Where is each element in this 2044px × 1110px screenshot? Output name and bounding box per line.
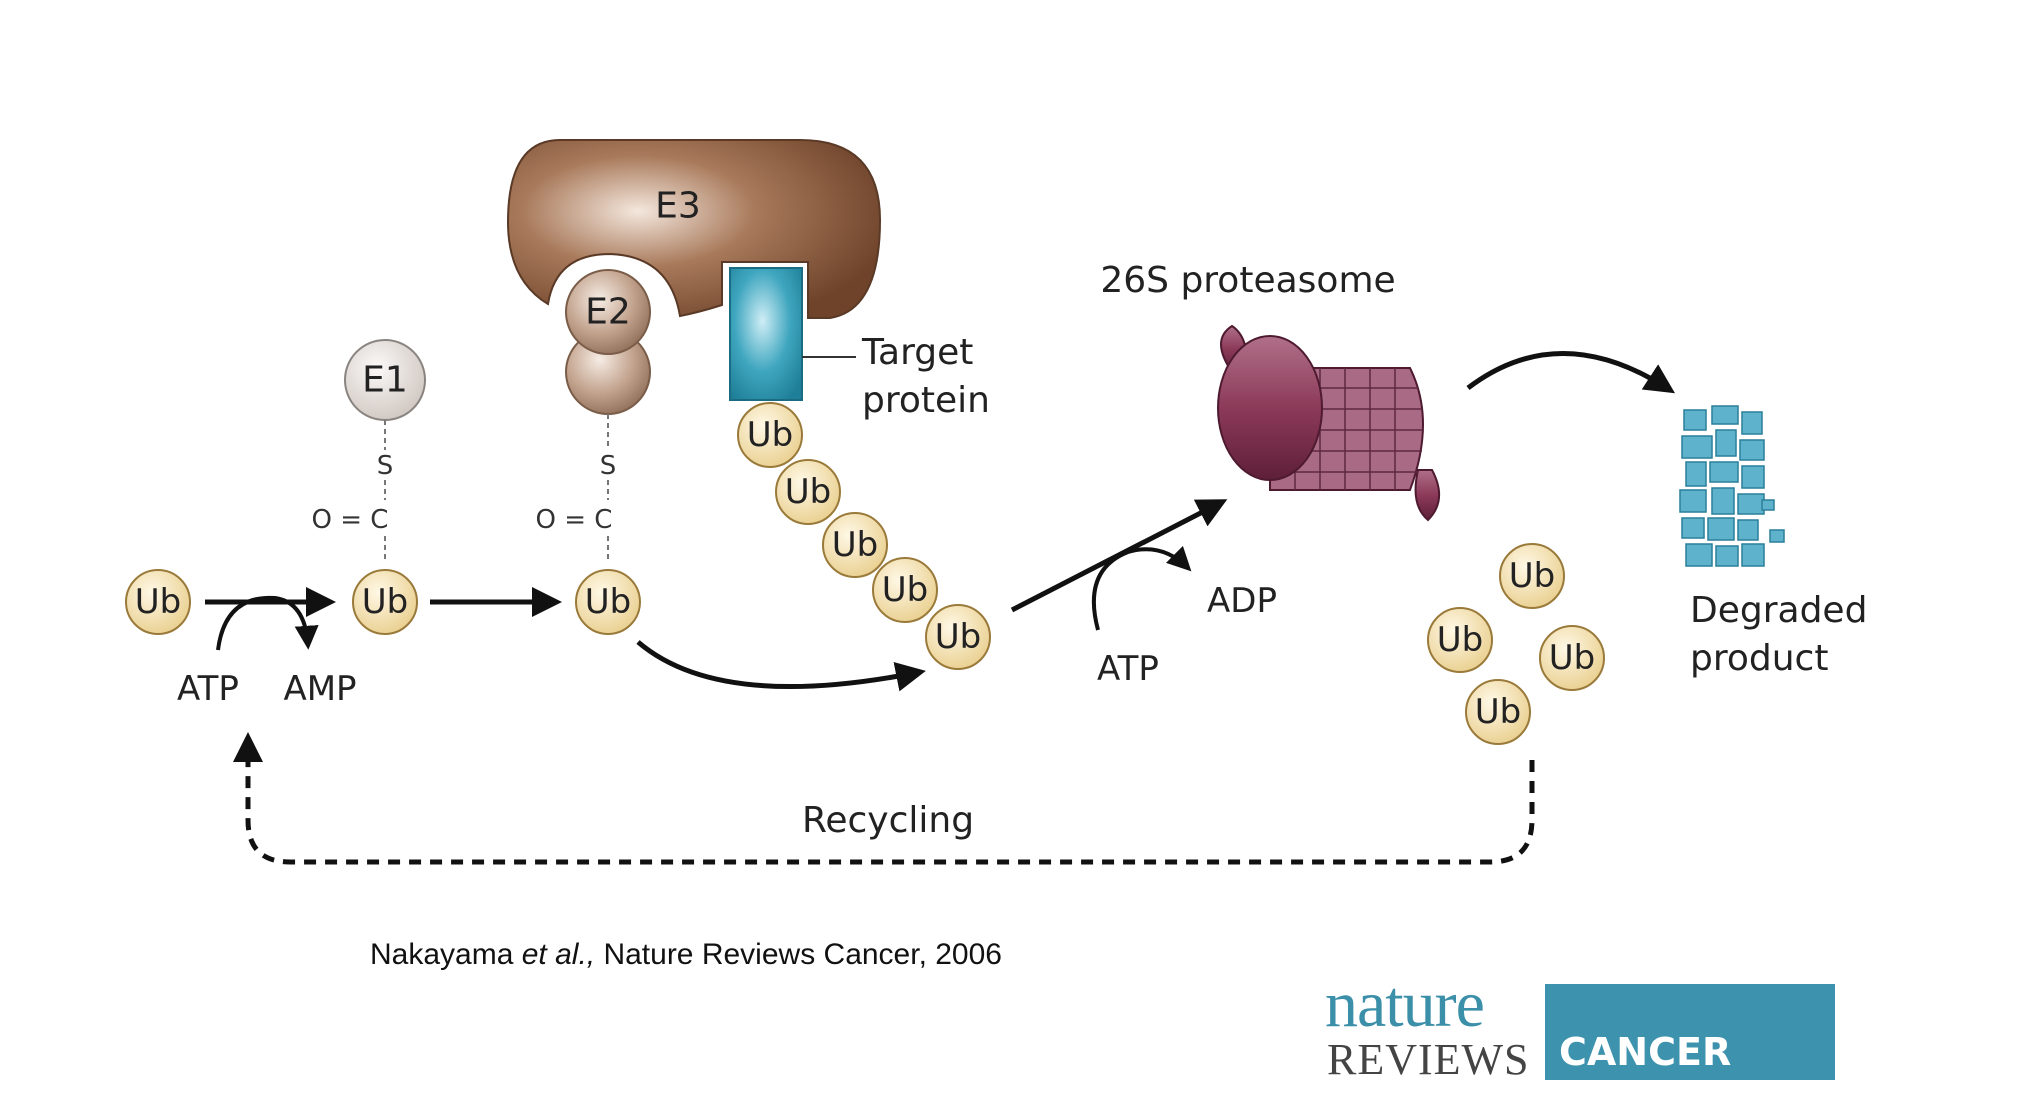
- atp-label-e1: ATP: [177, 669, 239, 709]
- arrow-proteasome-to-product: [1466, 351, 1676, 394]
- svg-text:Ub: Ub: [585, 582, 631, 622]
- citation-authors: Nakayama: [370, 938, 522, 971]
- ub-released-2: Ub: [1427, 607, 1493, 673]
- ubiquitin-molecules: Ub Ub Ub Ub Ub Ub Ub Ub: [125, 402, 1605, 745]
- svg-text:Ub: Ub: [1509, 556, 1555, 596]
- logo-reviews-text: REVIEWS: [1327, 1035, 1530, 1084]
- ub-released-1: Ub: [1499, 543, 1565, 609]
- ub-free: Ub: [125, 569, 191, 635]
- proteasome-label: 26S proteasome: [1100, 260, 1395, 301]
- ub-chain-1: Ub: [737, 402, 803, 468]
- svg-text:Ub: Ub: [1437, 620, 1483, 660]
- ub-released-3: Ub: [1539, 625, 1605, 691]
- arrow-atp-to-adp: [1091, 545, 1192, 631]
- ub-chain-4: Ub: [872, 557, 938, 623]
- logo-cancer-text: CANCER: [1559, 1030, 1732, 1074]
- svg-text:Ub: Ub: [785, 472, 831, 512]
- target-protein: Target protein: [729, 267, 990, 421]
- target-protein-label-line2: protein: [862, 380, 990, 421]
- svg-text:Ub: Ub: [1549, 638, 1595, 678]
- nature-reviews-cancer-logo: nature REVIEWS CANCER: [1325, 972, 1835, 1084]
- e1-label: E1: [362, 360, 408, 401]
- proteasome-26s: 26S proteasome: [1100, 260, 1440, 522]
- svg-text:Ub: Ub: [832, 525, 878, 565]
- e1-enzyme: E1 S O = C: [312, 339, 426, 562]
- e3-ligase: E3: [506, 139, 882, 319]
- svg-text:Ub: Ub: [882, 570, 928, 610]
- arrow-e2-to-target: [636, 640, 926, 692]
- e1-thioester-label: O = C: [312, 505, 389, 535]
- svg-text:Ub: Ub: [362, 582, 408, 622]
- target-protein-label-line1: Target: [861, 332, 973, 373]
- svg-text:Ub: Ub: [935, 617, 981, 657]
- ub-e1-bound: Ub: [352, 569, 418, 635]
- ub-chain-5: Ub: [925, 604, 991, 670]
- ub-chain-3: Ub: [822, 512, 888, 578]
- atp-label-proteasome: ATP: [1097, 649, 1159, 689]
- svg-text:Ub: Ub: [747, 415, 793, 455]
- e2-label: E2: [585, 292, 631, 333]
- citation: Nakayama et al., Nature Reviews Cancer, …: [370, 938, 1002, 972]
- citation-etal: et al.,: [521, 938, 596, 971]
- arrow-atp-to-amp: [216, 595, 319, 651]
- amp-label: AMP: [283, 669, 356, 709]
- degraded-product: [1679, 405, 1785, 567]
- ub-e2-bound: Ub: [575, 569, 641, 635]
- pathway-arrows: [205, 351, 1676, 865]
- e2-thioester-label: O = C: [536, 505, 613, 535]
- recycling-label: Recycling: [802, 800, 974, 841]
- degraded-product-label-line2: product: [1690, 638, 1828, 679]
- svg-text:Ub: Ub: [135, 582, 181, 622]
- adp-label: ADP: [1207, 581, 1277, 621]
- logo-nature-text: nature: [1325, 968, 1485, 1041]
- degraded-product-label-line1: Degraded: [1690, 590, 1867, 631]
- ub-released-4: Ub: [1465, 679, 1531, 745]
- e1-sulfur-label: S: [377, 451, 394, 481]
- e3-label: E3: [655, 186, 701, 227]
- e2-sulfur-label: S: [600, 451, 617, 481]
- e2-enzyme: E2 S O = C: [536, 269, 651, 562]
- citation-journal: Nature Reviews Cancer, 2006: [595, 938, 1002, 971]
- ub-chain-2: Ub: [775, 459, 841, 525]
- svg-text:Ub: Ub: [1475, 692, 1521, 732]
- logo-cancer-box: CANCER: [1545, 984, 1835, 1080]
